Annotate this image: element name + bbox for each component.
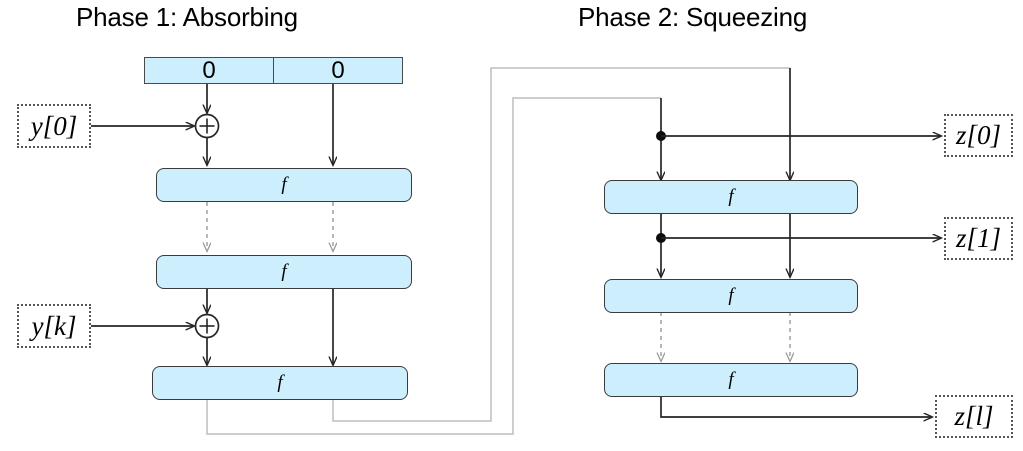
feedback-capacity-path — [332, 67, 790, 422]
phase2-title: Phase 2: Squeezing — [578, 2, 808, 32]
output-box-zl: z[l] — [935, 395, 1013, 438]
p2-f-block-2: f — [604, 279, 858, 313]
p2-f-block-3: f — [604, 363, 858, 397]
phase1-title: Phase 1: Absorbing — [76, 2, 298, 32]
input-box-yk: y[k] — [17, 304, 91, 348]
p1-f-block-1: f — [156, 168, 412, 202]
output-box-z1: z[1] — [944, 217, 1013, 260]
feedback-rate-path — [206, 97, 661, 435]
output-box-z0: z[0] — [944, 114, 1013, 157]
p1-f-block-3: f — [152, 366, 408, 400]
p2-zl-branch-arrow — [660, 396, 932, 417]
p1-state-rate-cell: 0 — [144, 57, 274, 84]
input-box-y0: y[0] — [17, 104, 91, 148]
p1-state-capacity-cell: 0 — [273, 57, 403, 84]
p1-xor-gate-top — [194, 113, 220, 139]
p1-f-block-2: f — [156, 255, 412, 289]
p1-xor-gate-bottom — [194, 313, 220, 339]
p2-f-block-1: f — [604, 180, 858, 214]
